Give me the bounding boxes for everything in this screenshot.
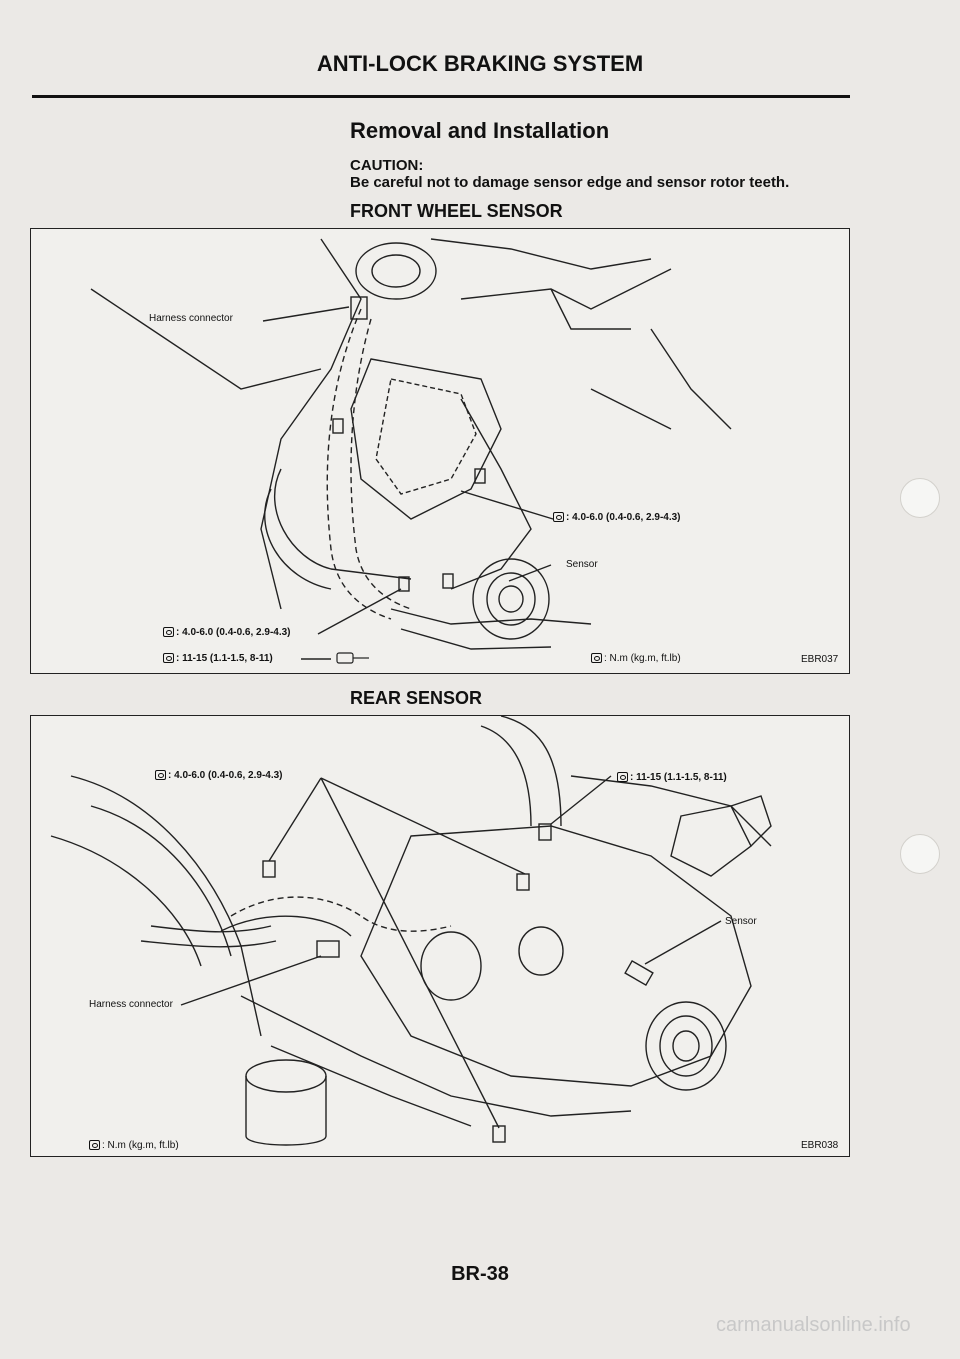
torque-wrench-icon	[591, 653, 602, 664]
rear-figure-id: EBR038	[801, 1140, 839, 1151]
rear-harness-connector-label: Harness connector	[89, 999, 173, 1010]
rear-sensor-heading: REAR SENSOR	[350, 688, 483, 708]
torque-wrench-icon	[163, 653, 174, 664]
rear-units-value: : N.m (kg.m, ft.lb)	[102, 1140, 179, 1151]
front-torque-upper-value: : 4.0-6.0 (0.4-0.6, 2.9-4.3)	[566, 512, 681, 523]
header-rule	[32, 95, 850, 98]
front-torque-upper-label: : 4.0-6.0 (0.4-0.6, 2.9-4.3)	[553, 512, 681, 523]
rear-units-label: : N.m (kg.m, ft.lb)	[89, 1140, 179, 1151]
rear-torque-left-label: : 4.0-6.0 (0.4-0.6, 2.9-4.3)	[155, 770, 283, 781]
front-harness-connector-label: Harness connector	[149, 313, 233, 324]
front-figure-id: EBR037	[801, 654, 839, 665]
binder-punch-hole	[900, 478, 940, 518]
front-sensor-illustration	[90, 238, 732, 664]
torque-wrench-icon	[155, 770, 166, 781]
rear-sensor-label: Sensor	[725, 916, 757, 927]
torque-wrench-icon	[89, 1140, 100, 1151]
caution-text: Be careful not to damage sensor edge and…	[350, 174, 790, 191]
caution-label: CAUTION:	[350, 157, 424, 174]
front-sensor-label: Sensor	[566, 559, 598, 570]
section-title: Removal and Installation	[350, 118, 610, 143]
header-title: ANTI-LOCK BRAKING SYSTEM	[316, 51, 644, 76]
front-torque-lower-2-label: : 11-15 (1.1-1.5, 8-11)	[163, 653, 273, 664]
front-units-value: : N.m (kg.m, ft.lb)	[604, 653, 681, 664]
front-torque-lower-1-label: : 4.0-6.0 (0.4-0.6, 2.9-4.3)	[163, 627, 291, 638]
rear-sensor-figure: : 4.0-6.0 (0.4-0.6, 2.9-4.3) : 11-15 (1.…	[30, 715, 850, 1157]
rear-torque-right-label: : 11-15 (1.1-1.5, 8-11)	[617, 772, 727, 783]
torque-wrench-icon	[617, 772, 628, 783]
torque-wrench-icon	[553, 512, 564, 523]
binder-punch-hole	[900, 834, 940, 874]
rear-torque-left-value: : 4.0-6.0 (0.4-0.6, 2.9-4.3)	[168, 770, 283, 781]
front-sensor-figure: Harness connector : 4.0-6.0 (0.4-0.6, 2.…	[30, 228, 850, 674]
torque-wrench-icon	[163, 627, 174, 638]
front-sensor-heading: FRONT WHEEL SENSOR	[350, 201, 563, 221]
page-number: BR-38	[451, 1263, 509, 1285]
front-units-label: : N.m (kg.m, ft.lb)	[591, 653, 681, 664]
front-torque-lower-2-value: : 11-15 (1.1-1.5, 8-11)	[176, 653, 273, 664]
rear-sensor-illustration	[50, 716, 772, 1146]
rear-torque-right-value: : 11-15 (1.1-1.5, 8-11)	[630, 772, 727, 783]
front-torque-lower-1-value: : 4.0-6.0 (0.4-0.6, 2.9-4.3)	[176, 627, 291, 638]
watermark: carmanualsonline.info	[716, 1314, 911, 1336]
